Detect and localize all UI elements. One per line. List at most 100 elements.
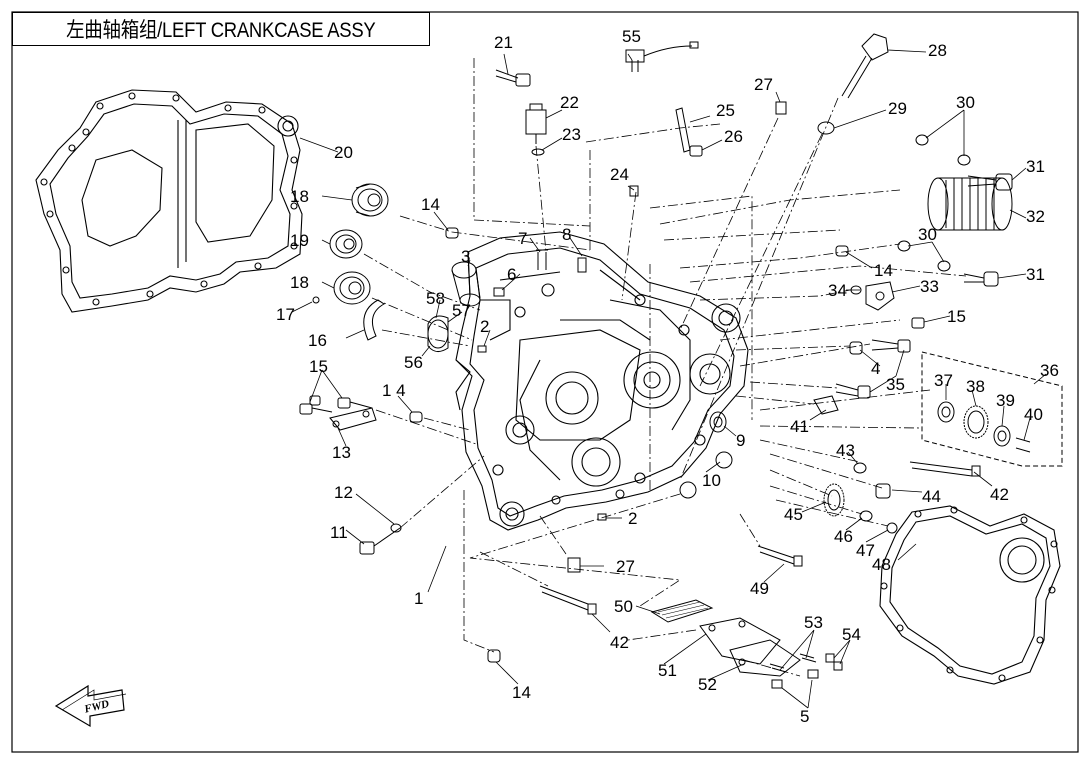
drain-plug-31-upper [967,173,1013,191]
washer-30b [957,154,971,166]
callout-11: 11 [330,523,348,542]
bearing-18-lower [333,271,371,305]
clamp-41 [813,395,839,415]
bolt-35-lower [835,383,871,399]
callout-39: 39 [996,391,1015,410]
seal-37 [937,401,955,423]
callout-57: 57 [452,301,471,320]
callout-1: 1 [414,589,423,608]
dowel-6 [493,287,505,297]
dowel-14b [409,411,423,423]
callout-4: 4 [871,359,880,378]
callout-32: 32 [1026,207,1045,226]
bearing-19 [329,229,363,259]
bolt-15-pair [299,395,373,415]
callout-26: 26 [724,127,743,146]
callout-2a: 2 [480,317,489,336]
callout-21: 21 [494,33,513,52]
callout-47: 47 [856,541,875,560]
callout-48: 48 [872,555,891,574]
callout-27a: 27 [754,75,773,94]
callout-18a: 18 [290,187,309,206]
callout-14b: 1 4 [382,381,406,400]
callout-50: 50 [614,597,633,616]
callout-22: 22 [560,93,579,112]
callout-41: 41 [790,417,809,436]
neutral-switch-22 [525,103,547,144]
callout-23: 23 [562,125,581,144]
shaft-40 [1015,437,1031,453]
plate-33 [865,281,895,311]
plate-51 [699,617,781,665]
washer-12 [390,523,402,533]
gear-39 [993,425,1011,447]
bracket-25 [675,107,691,153]
callout-6: 6 [507,265,516,284]
pin-2-upper [477,345,487,353]
callout-54: 54 [842,625,861,644]
callout-15a: 15 [309,357,328,376]
callout-10: 10 [702,471,721,490]
drain-plug-31-lower [963,271,999,287]
left-crankcase-1 [455,231,749,531]
callout-12: 12 [334,483,353,502]
dowel-24 [629,185,639,197]
callout-18b: 18 [290,273,309,292]
bushing-3 [451,261,481,307]
callout-29: 29 [888,99,907,118]
seal-9 [709,411,727,433]
spring-27-upper [775,101,787,115]
washer-30d [937,260,951,272]
washer-23 [531,148,545,156]
bolt-54 [825,653,843,671]
callout-30b: 30 [918,225,937,244]
callout-42a: 42 [990,485,1009,504]
callout-40: 40 [1024,405,1043,424]
title-box: 左曲轴箱组/LEFT CRANKCASE ASSY [12,12,430,46]
oil-filter-32 [927,177,1013,231]
seal-10b [679,481,697,499]
dowel-14c [835,245,849,257]
callout-3: 3 [461,247,470,266]
callout-58: 58 [426,289,445,308]
assembly-lines [363,58,967,677]
callout-43: 43 [836,441,855,460]
callout-5: 5 [800,707,809,726]
crankcase-gasket-20 [35,89,303,313]
spring-27-lower [567,557,581,573]
callout-51: 51 [658,661,677,680]
clip-47 [886,522,898,534]
callout-44: 44 [922,487,941,506]
callout-30a: 30 [956,93,975,112]
washer-30a [915,134,929,146]
callout-46: 46 [834,527,853,546]
leader-lines [291,49,1047,709]
stud-42-right [909,461,981,477]
washer-43 [853,462,867,474]
diagram-title: 左曲轴箱组/LEFT CRANKCASE ASSY [66,19,376,42]
callout-7: 7 [518,229,527,248]
fwd-arrow-icon [54,684,127,728]
dowel-4 [849,341,863,355]
seal-10a [715,451,733,469]
callout-31b: 31 [1026,265,1045,284]
callout-49: 49 [750,579,769,598]
bolt-15-right [911,317,925,329]
callout-35: 35 [886,375,905,394]
half-bearing-16 [363,299,385,341]
drawing-frame [11,11,1079,753]
callout-16: 16 [308,331,327,350]
screen-50 [650,599,714,623]
bearing-18-upper [351,183,389,217]
callout-55: 55 [622,27,641,46]
callout-14a: 14 [421,195,440,214]
stud-42-lower [539,585,597,615]
callout-42b: 42 [610,633,629,652]
callout-25: 25 [716,101,735,120]
callout-20: 20 [334,143,353,162]
callout-56: 56 [404,353,423,372]
callout-24: 24 [610,165,629,184]
bolt-21 [495,69,531,87]
bolt-26 [689,145,703,157]
